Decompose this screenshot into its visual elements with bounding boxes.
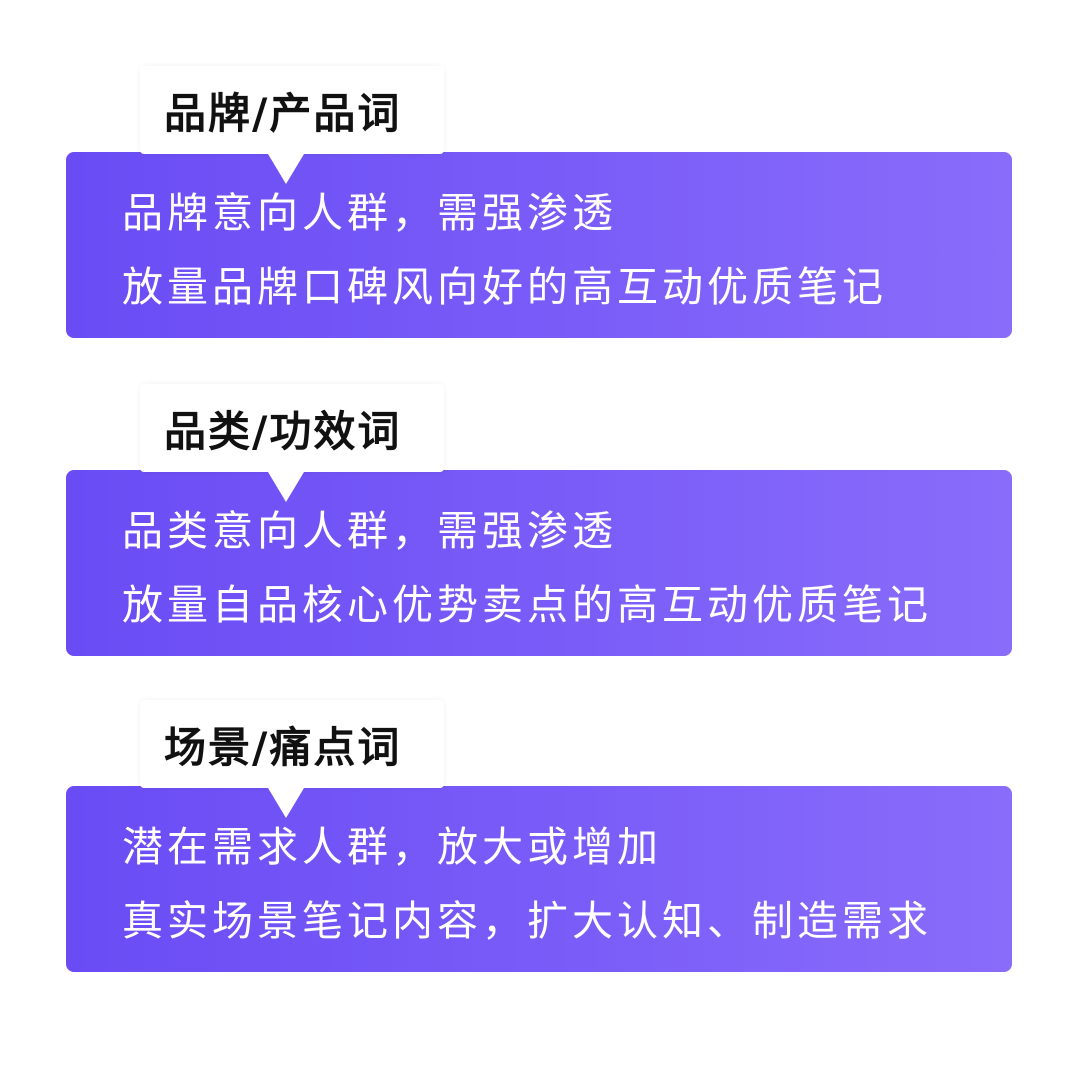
tag-label-box: 品类/功效词 bbox=[140, 384, 444, 472]
tag-pointer-arrow bbox=[268, 788, 304, 818]
description-line-2: 放量品牌口碑风向好的高互动优质笔记 bbox=[122, 263, 887, 311]
keyword-card-brand: 品牌/产品词 品牌意向人群，需强渗透 放量品牌口碑风向好的高互动优质笔记 bbox=[0, 66, 1080, 356]
description-box: 潜在需求人群，放大或增加 真实场景笔记内容，扩大认知、制造需求 bbox=[66, 786, 1012, 972]
tag-label: 品类/功效词 bbox=[164, 407, 402, 456]
description-box: 品牌意向人群，需强渗透 放量品牌口碑风向好的高互动优质笔记 bbox=[66, 152, 1012, 338]
tag-label-box: 场景/痛点词 bbox=[140, 700, 444, 788]
tag-label-box: 品牌/产品词 bbox=[140, 66, 444, 154]
description-box: 品类意向人群，需强渗透 放量自品核心优势卖点的高互动优质笔记 bbox=[66, 470, 1012, 656]
description-line-2: 放量自品核心优势卖点的高互动优质笔记 bbox=[122, 581, 932, 629]
keyword-card-category: 品类/功效词 品类意向人群，需强渗透 放量自品核心优势卖点的高互动优质笔记 bbox=[0, 384, 1080, 674]
description-line-2: 真实场景笔记内容，扩大认知、制造需求 bbox=[122, 897, 932, 945]
keyword-card-scenario: 场景/痛点词 潜在需求人群，放大或增加 真实场景笔记内容，扩大认知、制造需求 bbox=[0, 700, 1080, 990]
description-line-1: 品牌意向人群，需强渗透 bbox=[122, 189, 617, 237]
description-line-1: 品类意向人群，需强渗透 bbox=[122, 507, 617, 555]
tag-label: 品牌/产品词 bbox=[164, 89, 402, 138]
tag-pointer-arrow bbox=[268, 154, 304, 184]
tag-pointer-arrow bbox=[268, 472, 304, 502]
tag-label: 场景/痛点词 bbox=[164, 723, 402, 772]
description-line-1: 潜在需求人群，放大或增加 bbox=[122, 823, 662, 871]
